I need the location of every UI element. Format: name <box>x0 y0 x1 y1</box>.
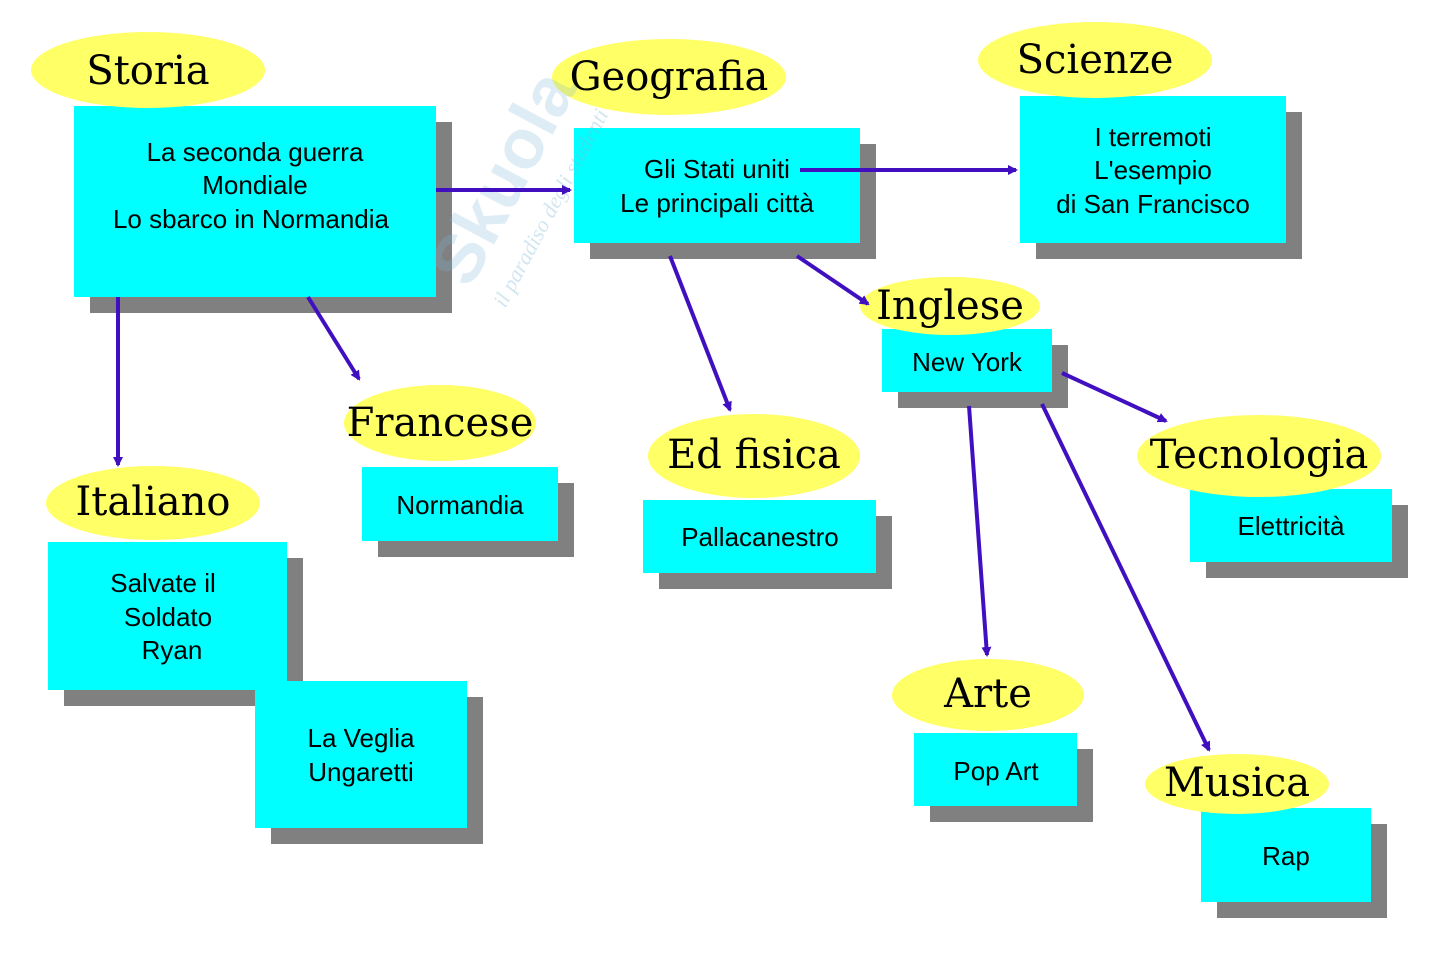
italiano-veglia-line-2: Ungaretti <box>308 757 414 787</box>
node-geografia: Gli Stati uniti Le principali città Geog… <box>552 39 876 259</box>
node-scienze: I terremoti L'esempio di San Francisco S… <box>978 22 1302 259</box>
arte-title: Arte <box>943 671 1032 717</box>
storia-line-2: Mondiale <box>202 170 308 200</box>
geografia-title: Geografia <box>570 54 769 100</box>
node-italiano: Salvate il Soldato Ryan La Veglia Ungare… <box>46 466 483 844</box>
arte-line-1: Pop Art <box>953 756 1039 786</box>
scienze-line-3: di San Francisco <box>1056 189 1250 219</box>
storia-line-1: La seconda guerra <box>147 137 364 167</box>
francese-line-1: Normandia <box>396 490 524 520</box>
arrow-storia-francese <box>306 295 361 381</box>
musica-title: Musica <box>1164 760 1310 806</box>
inglese-line-1: New York <box>912 347 1023 377</box>
node-tecnologia: Elettricità Tecnologia <box>1137 415 1408 578</box>
italiano-title: Italiano <box>76 479 231 525</box>
arrow-inglese-musica <box>1040 403 1211 752</box>
italiano-line-1: Salvate il <box>110 568 216 598</box>
tecnologia-title: Tecnologia <box>1150 432 1369 478</box>
geografia-line-2: Le principali città <box>620 188 814 218</box>
scienze-line-1: I terremoti <box>1094 122 1211 152</box>
arrow-geografia-inglese <box>795 254 870 306</box>
storia-line-3: Lo sbarco in Normandia <box>113 204 390 234</box>
tecnologia-line-1: Elettricità <box>1238 511 1345 541</box>
italiano-veglia-line-1: La Veglia <box>308 723 416 753</box>
node-arte: Pop Art Arte <box>892 659 1093 822</box>
node-inglese: New York Inglese <box>860 277 1068 408</box>
storia-title: Storia <box>86 48 209 94</box>
node-edfisica: Pallacanestro Ed fisica <box>643 414 892 589</box>
node-francese: Normandia Francese <box>344 385 574 557</box>
edfisica-line-1: Pallacanestro <box>681 522 839 552</box>
italiano-line-3: Ryan <box>142 635 203 665</box>
arrow-inglese-tecnologia <box>1061 371 1168 423</box>
edfisica-title: Ed fisica <box>667 432 841 478</box>
scienze-title: Scienze <box>1017 37 1174 83</box>
arrow-inglese-arte <box>967 405 992 657</box>
inglese-title: Inglese <box>876 283 1024 329</box>
arrow-geografia-edfisica <box>668 255 732 412</box>
arrows <box>113 165 1211 752</box>
italiano-line-2: Soldato <box>124 602 212 632</box>
node-musica: Rap Musica <box>1145 754 1387 918</box>
scienze-line-2: L'esempio <box>1094 155 1212 185</box>
musica-line-1: Rap <box>1262 841 1310 871</box>
geografia-line-1: Gli Stati uniti <box>644 154 790 184</box>
francese-title: Francese <box>347 400 534 446</box>
node-storia: La seconda guerra Mondiale Lo sbarco in … <box>31 32 452 313</box>
